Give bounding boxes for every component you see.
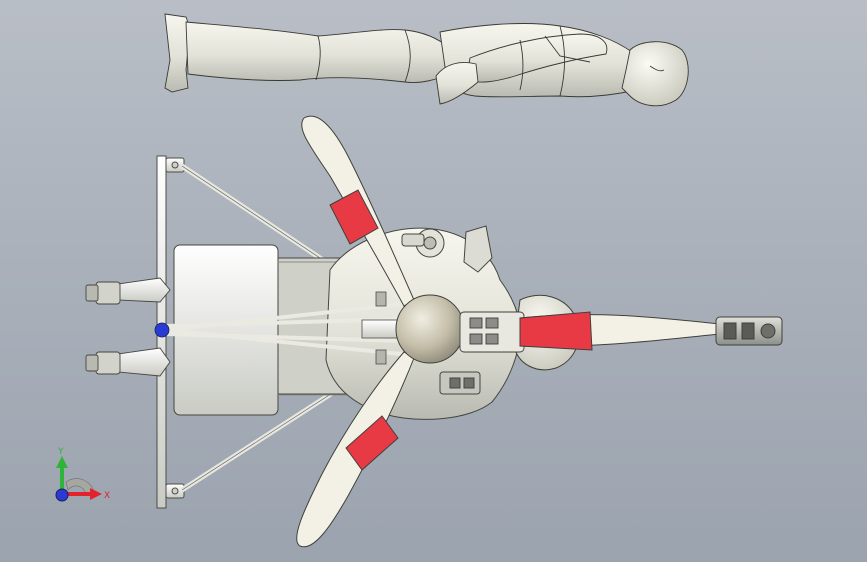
- figure-arm: [465, 33, 608, 83]
- forward-arm: [519, 311, 783, 351]
- figure-feet: [164, 13, 191, 93]
- gearbox: [459, 311, 525, 353]
- figure-hand: [435, 62, 479, 105]
- propeller: [296, 115, 465, 548]
- triad-z-axis: [55, 488, 69, 502]
- boom-pivot: [154, 322, 170, 338]
- thruster-upper: [85, 277, 171, 305]
- triad-x-label: X: [104, 491, 110, 501]
- human-figure: [164, 13, 689, 107]
- propeller-spinner: [395, 294, 465, 364]
- main-boom: [154, 291, 441, 365]
- thruster-lower: [85, 347, 171, 377]
- triad-y-label: Y: [57, 447, 64, 457]
- forward-arm-red-section: [519, 311, 593, 351]
- figure-legs: [185, 21, 453, 83]
- propeller-tip-upper: [329, 189, 379, 245]
- figure-head: [621, 41, 689, 107]
- propeller-tip-lower: [345, 415, 399, 471]
- coordinate-triad: Y X: [55, 447, 110, 502]
